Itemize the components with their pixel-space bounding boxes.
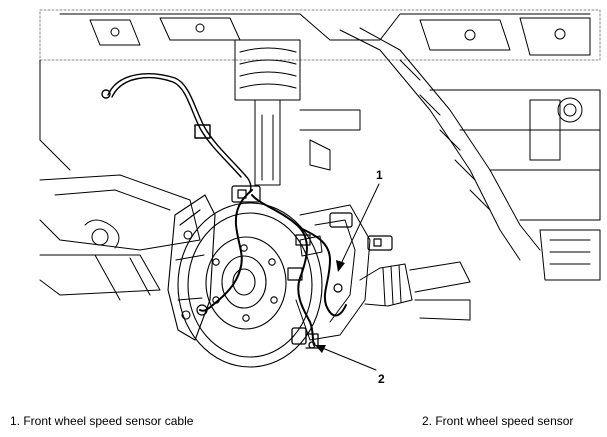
steering-knuckle xyxy=(295,204,371,341)
legend-item-cable: 1. Front wheel speed sensor cable xyxy=(10,414,194,428)
upper-frame-rail xyxy=(39,9,601,171)
legend-item-sensor: 2. Front wheel speed sensor xyxy=(422,414,574,428)
cable-connectors xyxy=(196,185,393,316)
frame-structure xyxy=(299,27,601,281)
brake-rotor xyxy=(177,202,323,368)
sensor-cable xyxy=(199,189,347,346)
callout-1-arrowhead xyxy=(336,260,345,272)
callout-1-number: 1 xyxy=(376,168,383,182)
callout-2-arrowhead xyxy=(315,345,326,353)
wheel-speed-sensor xyxy=(291,327,319,349)
lower-control-arm xyxy=(39,174,201,301)
callout-leaders xyxy=(319,183,380,371)
drive-shaft-boot xyxy=(359,261,471,321)
callout-2-number: 2 xyxy=(378,372,385,386)
brake-caliper xyxy=(167,194,216,341)
brake-hose xyxy=(101,73,252,193)
strut-assembly xyxy=(234,39,301,186)
